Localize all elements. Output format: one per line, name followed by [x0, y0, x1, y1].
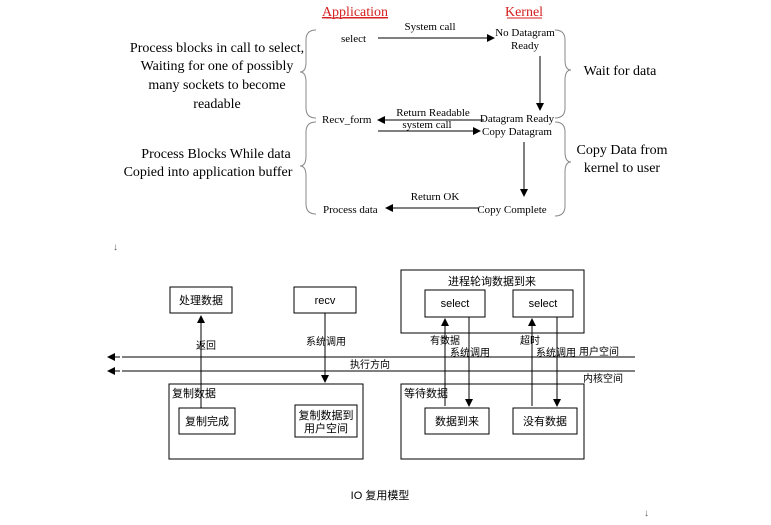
kernel-copy-datagram: Copy Datagram [482, 126, 552, 138]
kernel-no-datagram-1: No Datagram [495, 27, 555, 39]
box-no-data-label: 没有数据 [523, 414, 567, 428]
bottom-block-diagram: 处理数据 recv 进程轮询数据到来 select select 用户空间 执行… [107, 269, 635, 502]
left-note-copy: Process Blocks While data Copied into ap… [124, 147, 293, 180]
return-mark-2: ↓ [644, 508, 649, 519]
right-note-copy: Copy Data from kernel to user [577, 143, 668, 176]
box-copy-to-user [294, 404, 358, 438]
box-select-2-label: select [529, 298, 558, 310]
kernel-datagram-ready: Datagram Ready [480, 113, 555, 125]
left-brace-1 [299, 29, 317, 119]
kernel-no-datagram-2: Ready [511, 40, 540, 52]
group-copy-data-title: 复制数据 [172, 386, 216, 400]
kernel-header: Kernel [505, 5, 543, 20]
svg-text:kernel to user: kernel to user [584, 161, 661, 176]
box-copy-to-user-line2: 用户空间 [304, 421, 348, 435]
box-process-data-label: 处理数据 [179, 293, 223, 307]
application-header: Application [322, 5, 388, 20]
svg-text:Process Blocks While data: Process Blocks While data [141, 147, 291, 162]
box-recv [293, 286, 357, 314]
label-syscall-2: 系统调用 [450, 346, 490, 359]
box-copy-to-user-line1: 复制数据到 [299, 408, 354, 422]
box-process-data [169, 286, 233, 314]
box-select-2 [512, 289, 574, 318]
return-mark-1: ↓ [113, 242, 118, 253]
svg-text:Waiting for one of possibly: Waiting for one of possibly [141, 59, 294, 74]
exec-direction-label: 执行方向 [350, 358, 390, 371]
svg-text:many sockets to become: many sockets to become [148, 78, 285, 93]
msg-system-call: System call [404, 21, 455, 33]
msg-system-call-2: system call [402, 119, 451, 131]
group-wait-data-title: 等待数据 [404, 386, 448, 400]
svg-text:Copy Data from: Copy Data from [577, 143, 668, 158]
box-copy-done-label: 复制完成 [185, 414, 229, 428]
app-select-label: select [341, 33, 366, 45]
label-timeout: 超时 [520, 334, 540, 347]
app-process-label: Process data [323, 204, 378, 216]
msg-return-ok: Return OK [411, 191, 460, 203]
diagram-caption: IO 复用模型 [351, 488, 410, 502]
label-syscall-3: 系统调用 [536, 346, 576, 359]
box-copy-done [178, 407, 236, 435]
box-no-data [512, 407, 578, 435]
box-select-1-label: select [441, 298, 470, 310]
label-return: 返回 [196, 340, 216, 352]
svg-text:Process blocks in call to sele: Process blocks in call to select, [130, 41, 304, 56]
right-note-wait: Wait for data [584, 64, 658, 79]
box-select-1 [424, 289, 486, 318]
box-recv-label: recv [315, 295, 336, 307]
svg-text:readable: readable [193, 97, 240, 112]
kernel-space-label: 内核空间 [583, 372, 623, 385]
msg-return-readable: Return Readable [396, 107, 470, 119]
top-sequence-diagram: Application Kernel Process blocks in cal… [124, 5, 668, 217]
box-data-arrive-label: 数据到来 [435, 414, 479, 428]
label-has-data: 有数据 [430, 334, 460, 347]
label-syscall: 系统调用 [306, 335, 346, 348]
svg-text:Copied into application buffer: Copied into application buffer [124, 165, 293, 180]
left-note-select: Process blocks in call to select, Waitin… [130, 41, 304, 112]
app-recv-label: Recv_form [322, 114, 372, 126]
right-brace-2 [554, 121, 572, 217]
box-data-arrive [424, 407, 490, 435]
kernel-copy-complete: Copy Complete [477, 204, 546, 216]
group-poll-title: 进程轮询数据到来 [448, 274, 536, 288]
left-brace-2 [299, 121, 317, 215]
right-brace-1 [554, 29, 572, 119]
user-space-label: 用户空间 [579, 345, 619, 358]
